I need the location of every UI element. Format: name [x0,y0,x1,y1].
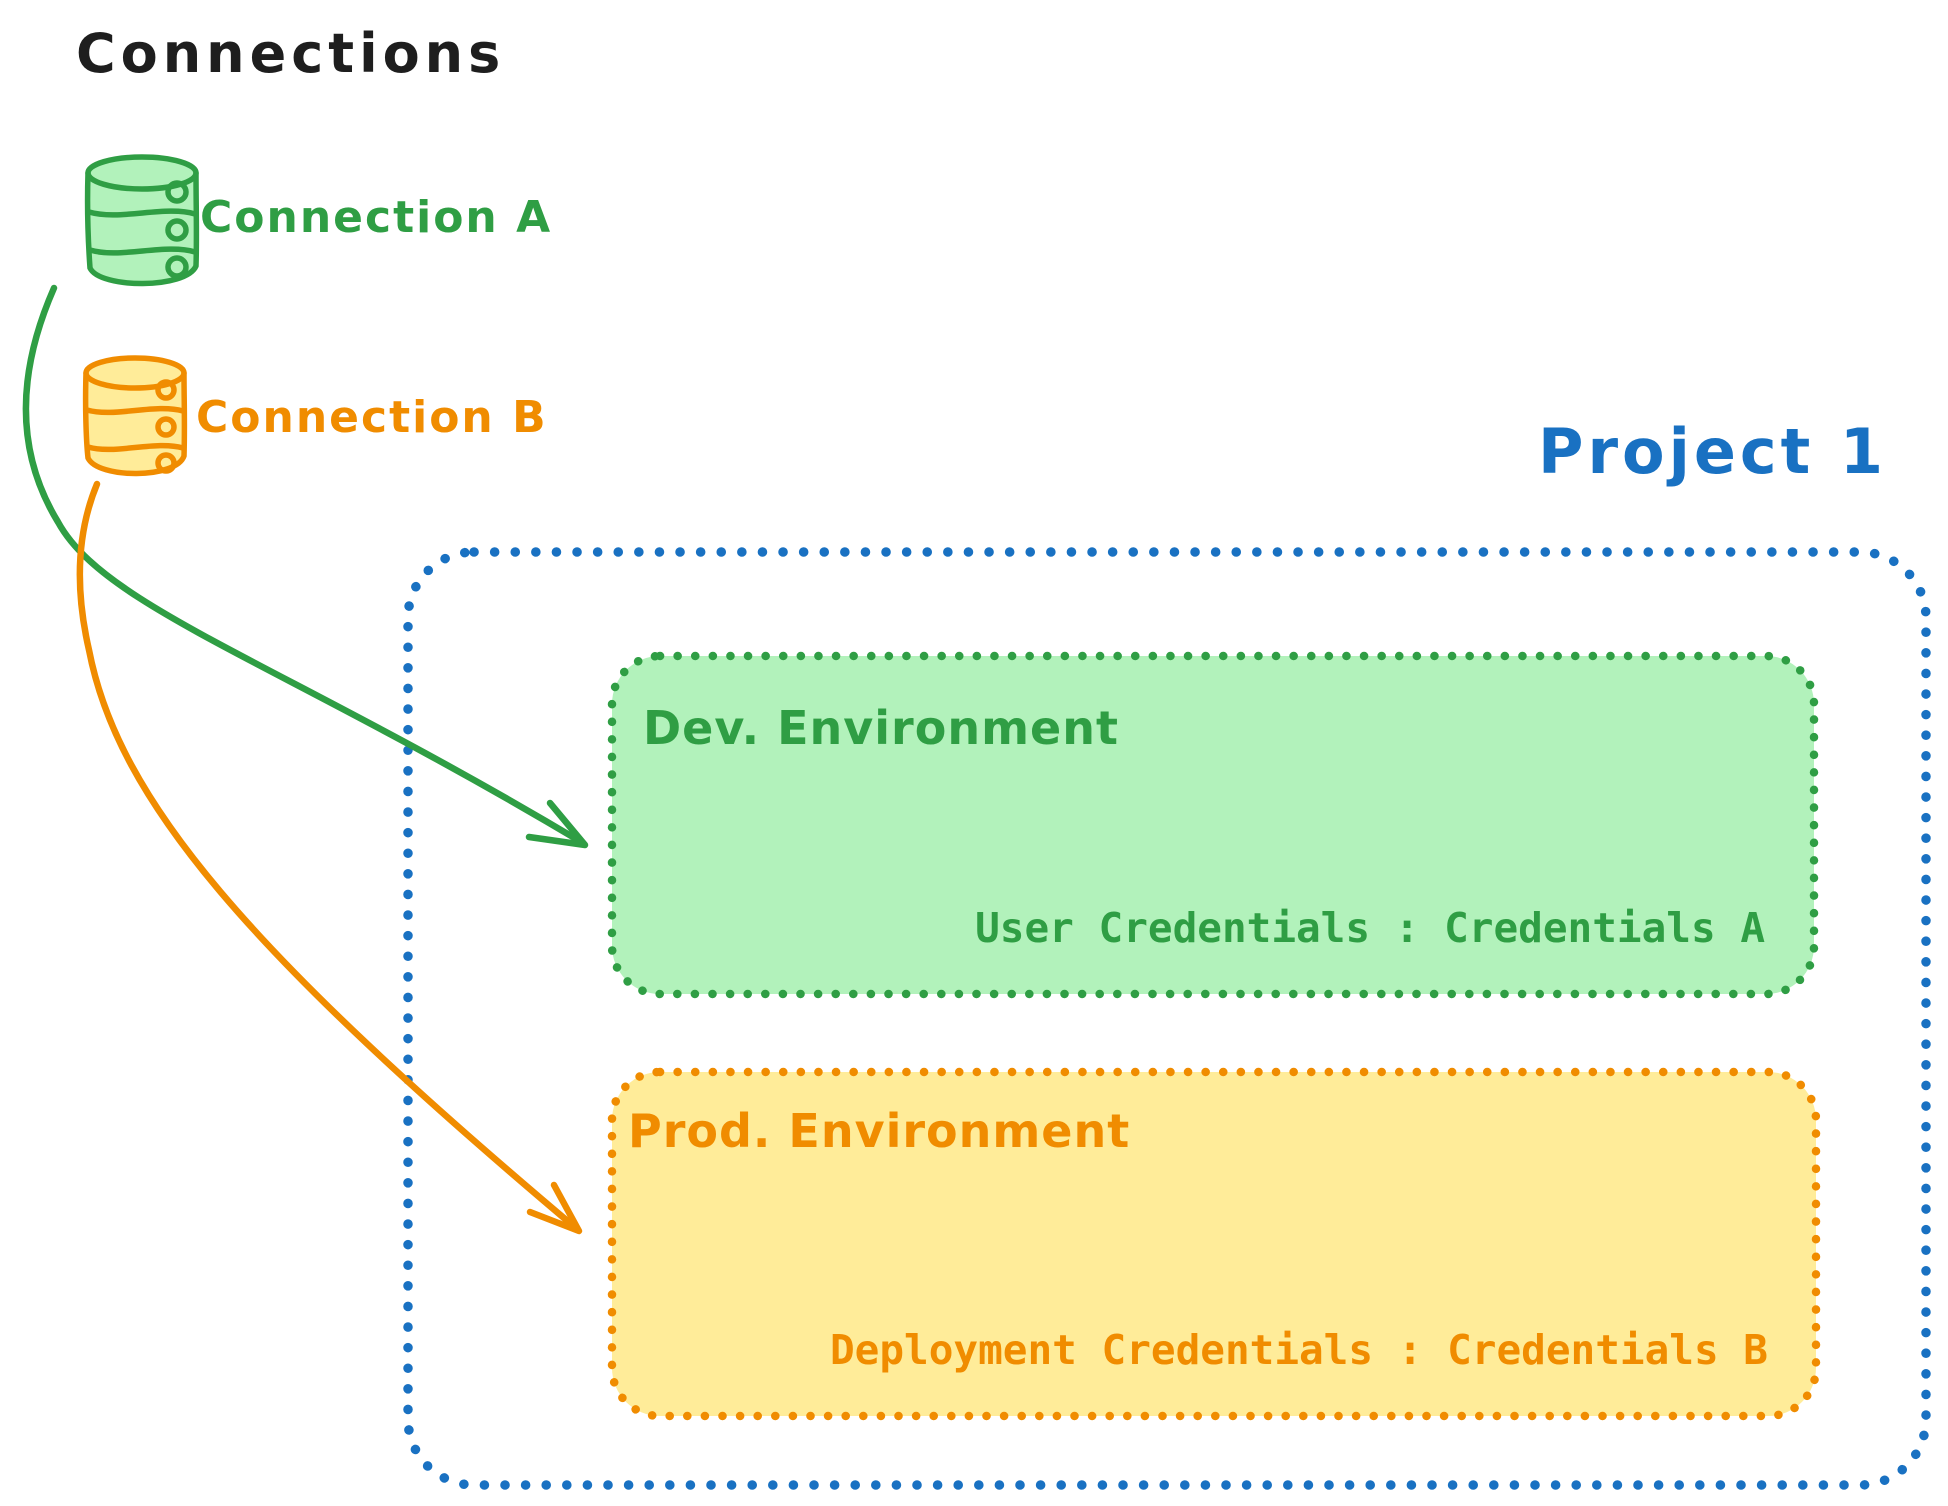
dev-environment-credentials: User Credentials : Credentials A [975,904,1765,952]
database-icon-connection-b [82,355,188,477]
arrow-connection-b-to-prod [76,480,583,1235]
dev-environment-box [607,651,1819,999]
prod-environment-box [607,1067,1821,1421]
arrowhead [526,1181,583,1235]
project-box [403,547,1931,1490]
dev-environment-title: Dev. Environment [643,701,1119,755]
connection-b-label: Connection B [196,392,548,443]
arrow-connection-a-to-dev [22,284,589,849]
prod-environment-credentials: Deployment Credentials : Credentials B [830,1326,1768,1374]
database-icon-connection-a [84,154,200,287]
connection-a-label: Connection A [200,192,553,243]
connections-title: Connections [76,22,506,85]
project-title: Project 1 [1538,415,1888,488]
prod-environment-title: Prod. Environment [628,1104,1131,1158]
arrowhead [525,799,589,849]
